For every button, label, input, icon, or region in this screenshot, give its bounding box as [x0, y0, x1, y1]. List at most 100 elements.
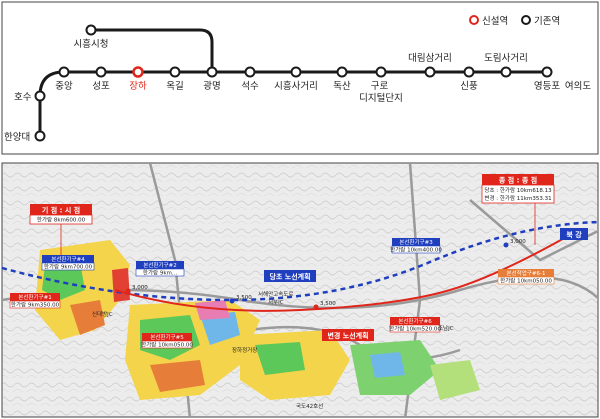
end-point-title: 종 점 : 종 점: [499, 176, 537, 185]
station-marker-daerim: [424, 66, 436, 78]
junction-label-2: 조남JC: [438, 324, 454, 332]
station-marker-yeongdeungpo: [541, 66, 553, 78]
callout-district-1-sub: 한가람 9km350.00: [11, 301, 60, 309]
callout-district-2-sub: 한가람 9km...: [143, 269, 177, 277]
callout-district-5-bg: [142, 333, 192, 341]
start-point-title: 기 점 : 시 점: [42, 206, 80, 215]
callout-district-2-label: 본선환기구#2: [143, 261, 176, 269]
junction-label-4: 서부IC: [268, 298, 284, 306]
km-marker-2-dot: [313, 304, 319, 310]
callout-district-5-label: 본선환기구#5: [150, 333, 184, 341]
km-marker-1: 3,000: [132, 285, 148, 291]
station-label-guro-line1: 구로: [371, 81, 389, 92]
station-label-seongpo: 성포: [92, 81, 110, 92]
changed-plan-tag: 변경 노선계획: [322, 329, 374, 341]
callout-district-1-sub-bg: [9, 300, 61, 309]
junction-label-1: 신대방JC: [92, 310, 113, 318]
callout-district-3-sub: 한가람 10km400.00: [390, 246, 442, 254]
callout-district-6-sub-bg: [389, 324, 441, 333]
start-point-title-bg: [30, 204, 92, 215]
line-diagram-panel: 신설역 기존역 한양대: [1, 1, 599, 155]
km-marker-3: 3,500: [236, 295, 252, 301]
station-marker-doksan: [336, 66, 348, 78]
station-marker-seoksu: [244, 66, 256, 78]
station-marker-dorim: [500, 66, 512, 78]
zone-red-block: [112, 268, 130, 302]
station-marker-seongpo: [95, 66, 107, 78]
land-use-zones: [35, 240, 480, 400]
callout-district-4-sub: 한가람 9km700.00: [44, 263, 93, 271]
end-point-box: 종 점 : 종 점 당초 : 한가람 10km618.13 변경 : 한가람 1…: [481, 174, 555, 245]
route-map-panel: 3,000 3,500 3,500 3,000 기 점 : 시 점 한가람 8k…: [1, 162, 599, 418]
callout-district-2-bg: [136, 261, 184, 269]
station-label-doksan: 독산: [333, 81, 351, 92]
zone-west-green: [42, 262, 85, 300]
callout-district-5-sub-bg: [141, 340, 193, 349]
callout-district-4: 본선환기구#4 한가람 9km700.00: [41, 255, 95, 271]
callout-district-3-bg: [392, 238, 440, 246]
km-marker-1-dot: [125, 288, 131, 294]
original-plan-tag: 당초 노선계획: [264, 270, 316, 282]
callout-district-6-sub: 한가람 10km520.00: [389, 325, 441, 333]
station-labels: 한양대 호수 중앙 성포 장하 옥길 광명 석수 시흥사거리 독산 구로 디지털…: [4, 38, 591, 143]
changed-plan-tag-label: 변경 노선계획: [327, 331, 368, 340]
new-station-legend-marker: [469, 15, 479, 25]
original-plan-tag-label: 당초 노선계획: [269, 272, 310, 281]
station-label-sinpung: 신풍: [460, 81, 478, 92]
original-plan-tag-bg: [264, 270, 316, 282]
end-point-title-bg: [482, 174, 554, 185]
callout-district-6-bg: [390, 317, 440, 325]
callout-district-7-bg: [498, 269, 554, 277]
legend: 신설역 기존역: [469, 15, 560, 27]
station-label-hosu: 호수: [14, 92, 32, 103]
station-label-hanyangdae: 한양대: [4, 132, 30, 143]
station-marker-sinpung: [463, 66, 475, 78]
callout-district-5-sub: 한가람 10km050.00: [141, 341, 193, 349]
callout-district-4-bg: [42, 255, 94, 263]
zone-mid-commercial: [150, 360, 205, 392]
north-box-label: 북 강: [566, 230, 582, 239]
north-box: 북 강: [560, 228, 588, 240]
zone-east-blue: [370, 352, 405, 378]
station-marker-gwangmyeong: [206, 66, 218, 78]
zone-mid-blue: [200, 312, 240, 345]
zone-west-commercial: [70, 300, 105, 335]
line-diagram-frame: [1, 1, 599, 155]
end-point-sub-bg: [481, 184, 555, 204]
station-label-siheung-cityhall: 시흥시청: [74, 38, 109, 50]
callout-district-1-bg: [10, 293, 60, 301]
tunnel-label: 장하정거장: [232, 346, 257, 354]
station-label-gwangmyeong: 광명: [203, 80, 220, 92]
station-label-dorim: 도림사거리: [484, 52, 528, 64]
station-marker-jangha: [132, 66, 144, 78]
callout-district-3-label: 본선환기구#3: [399, 238, 433, 246]
station-label-guro-line2: 디지털단지: [359, 92, 403, 104]
station-marker-jungang: [58, 66, 70, 78]
km-markers: 3,000 3,500 3,500 3,000: [125, 239, 526, 310]
station-label-yeongdeungpo: 영등포: [534, 81, 560, 92]
station-marker-siheung-cityhall: [85, 24, 97, 36]
callout-district-4-label: 본선환기구#4: [51, 255, 85, 263]
start-point-sub: 한가람 8km600.00: [37, 216, 86, 224]
station-label-guro-digital: 구로 디지털단지: [359, 81, 403, 104]
original-route-path: [2, 220, 598, 302]
callout-district-7-sub-bg: [497, 276, 555, 285]
station-marker-guro-digital: [375, 66, 387, 78]
zone-mid-pink: [195, 300, 230, 320]
station-label-jangha: 장하: [129, 80, 147, 92]
km-marker-4: 3,000: [510, 239, 526, 245]
road-label: 국도42호선: [296, 402, 323, 410]
station-marker-hosu: [34, 90, 46, 102]
station-label-siheungsageori: 시흥사거리: [274, 80, 318, 92]
station-label-okgil: 옥길: [166, 80, 183, 92]
callout-district-7-sub: 한가람 10km050.00: [500, 277, 552, 285]
callout-district-2: 본선환기구#2 한가람 9km...: [135, 261, 185, 277]
junction-label-3: 서해안고속도로: [258, 290, 293, 298]
callout-district-6: 본선환기구#6 한가람 10km520.00: [389, 317, 441, 333]
station-marker-siheungsageori: [290, 66, 302, 78]
callout-district-3-sub-bg: [391, 245, 441, 254]
km-marker-3-dot: [229, 298, 235, 304]
zone-east-tip: [430, 360, 480, 400]
station-label-jungang: 중앙: [55, 80, 73, 92]
